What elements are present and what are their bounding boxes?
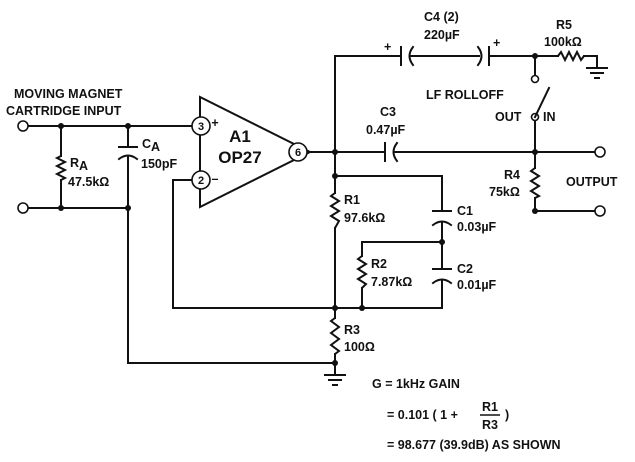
r2-value: 7.87kΩ: [371, 275, 412, 289]
junction-dot: [532, 208, 538, 214]
c4-polarity-left: +: [384, 40, 391, 54]
opamp-plus-sign: +: [211, 116, 218, 130]
opamp-pin-plus-number: 3: [198, 121, 204, 133]
c3-name: C3: [380, 105, 396, 119]
resistor-r5: [557, 49, 585, 63]
wires: [26, 55, 598, 376]
output-terminal-top: [594, 146, 606, 158]
opamp-part: OP27: [218, 148, 261, 167]
input-terminal-bottom: [17, 202, 29, 214]
r4-name: R4: [504, 168, 520, 182]
r5-name: R5: [556, 18, 572, 32]
junction-dot: [532, 149, 538, 155]
input-terminal-top: [17, 120, 29, 132]
c4-polarity-right: +: [493, 36, 500, 50]
ground-symbol-main: [324, 374, 346, 386]
r1-value: 97.6kΩ: [344, 211, 385, 225]
switch-out: OUT: [495, 110, 522, 124]
junction-dot: [359, 305, 365, 311]
junction-dots: [58, 53, 538, 366]
r5-value: 100kΩ: [544, 35, 582, 49]
gain-frac-den: R3: [482, 418, 498, 432]
gain-line3: = 98.677 (39.9dB) AS SHOWN: [387, 438, 561, 452]
r4-value: 75kΩ: [489, 185, 520, 199]
opamp-pin-minus: [191, 170, 211, 190]
c2-name: C2: [457, 262, 473, 276]
junction-dot: [439, 239, 445, 245]
opamp-pin-out-number: 6: [295, 147, 301, 159]
output-terminal-bottom: [594, 205, 606, 217]
capacitor-c4-left: [400, 45, 415, 67]
input-label-line1: MOVING MAGNET: [14, 87, 123, 101]
output-label: OUTPUT: [566, 175, 618, 189]
opamp-pin-minus-number: 2: [198, 175, 204, 187]
c3-value: 0.47µF: [366, 123, 406, 137]
junction-dot: [58, 205, 64, 211]
gain-frac-num: R1: [482, 400, 498, 414]
junction-dot: [532, 53, 538, 59]
ra-value: 47.5kΩ: [68, 175, 109, 189]
r3-name: R3: [344, 323, 360, 337]
junction-dot: [125, 205, 131, 211]
opamp-pin-out: [288, 142, 308, 162]
capacitor-ca: [117, 146, 139, 161]
resistor-r4: [529, 167, 542, 199]
capacitor-c4-right: [476, 45, 490, 67]
gain-line2-prefix: = 0.101 ( 1 +: [387, 408, 458, 422]
resistor-r1: [329, 192, 341, 229]
ca-label: CA: [142, 137, 160, 154]
resistor-r3: [329, 317, 341, 355]
resistor-ra: [54, 155, 68, 181]
ground-symbol-r5: [586, 67, 608, 79]
lf-rolloff-switch: [530, 74, 551, 122]
opamp-triangle: [199, 95, 313, 209]
r3-value: 100Ω: [344, 340, 375, 354]
opamp-pin-plus: [191, 116, 211, 136]
opamp-name: A1: [229, 127, 251, 146]
ra-label: RA: [70, 156, 88, 173]
junction-dot: [332, 360, 338, 366]
capacitor-c3: [384, 141, 399, 163]
r2-name: R2: [371, 257, 387, 271]
c2-value: 0.01µF: [457, 278, 497, 292]
junction-dot: [332, 305, 338, 311]
junction-dot: [332, 173, 338, 179]
switch-in: IN: [543, 110, 556, 124]
capacitor-c2: [431, 268, 453, 285]
input-label-line2: CARTRIDGE INPUT: [6, 104, 122, 118]
switch-label: LF ROLLOFF: [426, 88, 504, 102]
junction-dot: [125, 123, 131, 129]
resistor-r2: [356, 255, 368, 289]
ca-value: 150pF: [141, 157, 177, 171]
gain-line2-suffix: ): [505, 408, 509, 422]
r1-name: R1: [344, 193, 360, 207]
opamp-minus-sign: –: [212, 172, 219, 186]
c4-value: 220µF: [424, 28, 460, 42]
capacitor-c1: [431, 210, 453, 227]
junction-dot: [58, 123, 64, 129]
c1-value: 0.03µF: [457, 220, 497, 234]
junction-dot: [332, 149, 338, 155]
c4-label: C4 (2): [424, 10, 459, 24]
gain-line1: G = 1kHz GAIN: [372, 377, 460, 391]
c1-name: C1: [457, 204, 473, 218]
